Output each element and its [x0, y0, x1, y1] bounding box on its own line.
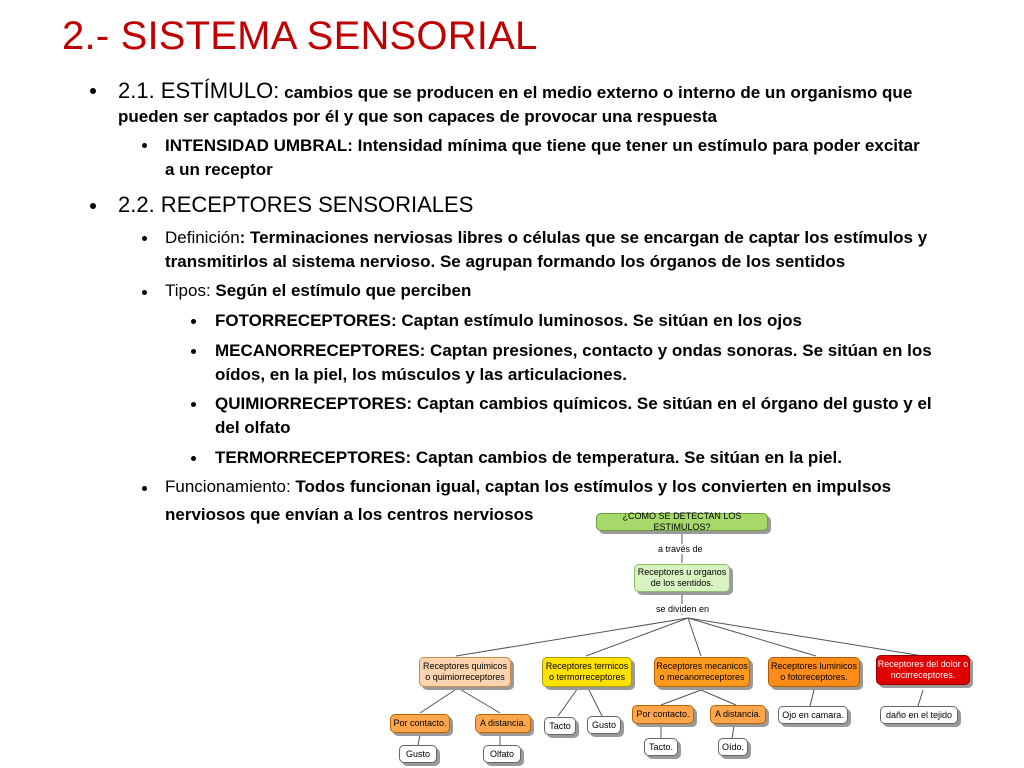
map-node-gusto: Gusto [399, 745, 437, 763]
funcionamiento-item: Funcionamiento: Todos funcionan igual, c… [165, 475, 955, 527]
map-node-ojo: Ojo en camara. [778, 706, 848, 724]
map-node-por-contacto-m: Por contacto. [632, 705, 694, 724]
map-node-dolor: Receptores del dolor o nocirreceptores. [876, 655, 970, 685]
map-mid-node: Receptores u organos de los sentidos. [634, 564, 730, 592]
termo-line-1: TERMORRECEPTORES: Captan cambios de temp… [215, 448, 842, 467]
map-node-quimicos: Receptores quimicos o quimiorreceptores [419, 657, 511, 687]
map-node-termicos: Receptores termicos o termorreceptores [542, 657, 632, 687]
estimulo-text-2: pueden ser captados por él y que son cap… [118, 107, 717, 126]
map-node-tacto-m: Tacto. [644, 738, 678, 756]
tipos-text: Según el estímulo que perciben [215, 281, 472, 300]
slide-title: 2.- SISTEMA SENSORIAL [62, 14, 538, 58]
quimio-item: QUIMIORRECEPTORES: Captan cambios químic… [215, 392, 975, 440]
funcion-text: Todos funcionan igual, captan los estímu… [295, 477, 892, 496]
bullet-dot [191, 319, 196, 324]
mecano-line-1: MECANORRECEPTORES: Captan presiones, con… [215, 341, 932, 360]
umbral-item: INTENSIDAD UMBRAL: Intensidad mínima que… [165, 134, 955, 182]
receptores-heading: 2.2. RECEPTORES SENSORIALES [118, 192, 474, 217]
definicion-text-2: transmitirlos al sistema nervioso. Se ag… [165, 252, 846, 271]
map-node-por-contacto-q: Por contacto. [390, 714, 450, 733]
bullet-dot [90, 203, 96, 209]
tipos-label: Tipos: [165, 281, 216, 300]
bullet-dot [191, 456, 196, 461]
map-root-node: ¿COMO SE DETECTAN LOS ESTIMULOS? [596, 511, 768, 532]
bullet-dot [142, 236, 147, 241]
estimulo-item: 2.1. ESTÍMULO: cambios que se producen e… [118, 78, 948, 129]
quimio-line-1: QUIMIORRECEPTORES: Captan cambios químic… [215, 394, 932, 413]
estimulo-heading: 2.1. ESTÍMULO: [118, 78, 280, 103]
estimulo-text: cambios que se producen en el medio exte… [279, 83, 913, 102]
map-link-a-traves: a través de [656, 544, 705, 554]
umbral-line-2: a un receptor [165, 160, 273, 179]
map-node-tacto-t: Tacto [544, 717, 576, 735]
bullet-dot [142, 143, 147, 148]
tipos-item: Tipos: Según el estímulo que perciben [165, 279, 471, 303]
concept-map: ¿COMO SE DETECTAN LOS ESTIMULOS? a travé… [388, 503, 974, 768]
mecano-item: MECANORRECEPTORES: Captan presiones, con… [215, 339, 975, 387]
concept-map-connectors [417, 533, 924, 746]
map-node-gusto-t: Gusto [587, 716, 621, 734]
map-node-a-distancia-q: A distancia. [475, 714, 531, 733]
funcion-label: Funcionamiento: [165, 477, 296, 496]
foto-item: FOTORRECEPTORES: Captan estímulo luminos… [215, 309, 802, 333]
map-node-a-distancia-m: A distancia. [710, 705, 766, 724]
bullet-dot [90, 88, 96, 94]
quimio-line-2: del olfato [215, 418, 291, 437]
funcion-text-2: nerviosos que envían a los centros nervi… [165, 505, 534, 524]
mecano-line-2: oídos, en la piel, los músculos y las ar… [215, 365, 627, 384]
map-node-dano: daño en el tejido [880, 706, 958, 724]
map-node-olfato: Olfato [483, 745, 521, 763]
definicion-item: Definición: Terminaciones nerviosas libr… [165, 226, 955, 274]
map-node-oido: Oído. [718, 738, 748, 756]
map-link-se-dividen: se dividen en [654, 604, 712, 614]
definicion-text: : Terminaciones nerviosas libres o célul… [239, 228, 928, 247]
bullet-dot [142, 290, 147, 295]
termo-item: TERMORRECEPTORES: Captan cambios de temp… [215, 446, 842, 470]
map-node-luminicos: Receptores luminicos o fotoreceptores. [768, 657, 860, 687]
bullet-dot [191, 349, 196, 354]
bullet-dot [191, 402, 196, 407]
definicion-label: Definición [165, 228, 240, 247]
umbral-line-1: INTENSIDAD UMBRAL: Intensidad mínima que… [165, 136, 920, 155]
map-node-mecanicos: Receptores mecanicos o mecanorreceptores [654, 657, 750, 687]
bullet-dot [142, 486, 147, 491]
foto-line-1: FOTORRECEPTORES: Captan estímulo luminos… [215, 311, 802, 330]
